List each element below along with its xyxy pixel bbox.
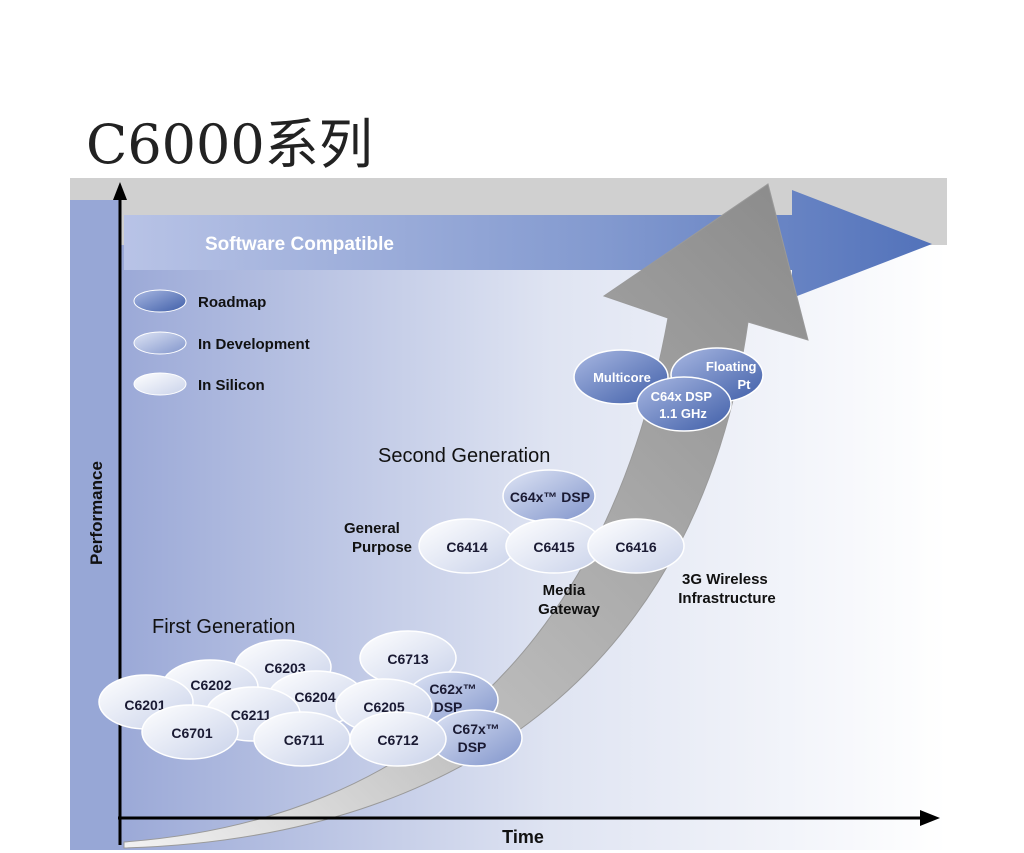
chip-floating-pt-line-2: Pt [738,377,752,392]
chip-c6416-label: C6416 [615,539,656,555]
general-purpose-line-2: Purpose [352,539,412,556]
chip-c64x-dsp-label: C64x™ DSP [510,489,590,505]
chip-c6712-label: C6712 [377,732,418,748]
chip-floating-pt-line-1: Floating [706,359,757,374]
chip-c62x-line-2: DSP [434,699,463,715]
chip-c6203-label: C6203 [264,660,305,676]
chip-c6202-label: C6202 [190,677,231,693]
chip-c64x-dsp-1-1ghz [636,376,732,432]
chip-c6211-label: C6211 [231,707,272,723]
second-gen-chips: C64x™ DSP C6414 C6415 C6416 [418,469,685,574]
legend: Roadmap In Development In Silicon [133,289,310,396]
panel-left-blue [70,200,120,850]
banner-label: Software Compatible [205,234,394,255]
y-axis-arrowhead [113,182,127,200]
wireless-label: 3G Wireless Infrastructure [678,571,776,607]
chip-c6415-label: C6415 [533,539,574,555]
legend-swatch-roadmap [133,289,187,313]
chip-c6414-label: C6414 [446,539,487,555]
legend-label-roadmap: Roadmap [198,294,266,311]
chip-c6416 [587,518,685,574]
chip-c64x-1ghz-line-1: C64x DSP [651,389,713,404]
slide-title: C6000系列 [86,113,373,176]
chip-c6711-label: C6711 [284,732,325,748]
first-generation-label: First Generation [152,616,295,638]
chip-c6205-label: C6205 [363,699,404,715]
wireless-line-2: Infrastructure [678,590,776,607]
second-generation-label: Second Generation [378,445,550,467]
media-gateway-line-2: Gateway [538,601,600,618]
chip-c6712 [349,711,447,767]
legend-label-silicon: In Silicon [198,377,265,394]
x-axis-arrowhead [920,810,940,826]
chip-c67x-line-2: DSP [458,739,487,755]
legend-swatch-development [133,331,187,355]
chip-c6713-label: C6713 [387,651,428,667]
legend-swatch-silicon [133,372,187,396]
general-purpose-line-1: General [344,520,400,537]
future-chips: Floating Pt Multicore C64x DSP 1.1 GHz [573,347,764,432]
x-axis-label: Time [502,827,544,847]
chip-c62x-dsp-label: C62x™ DSP [429,681,480,715]
chip-c6701-label: C6701 [171,725,212,741]
legend-label-development: In Development [198,336,310,353]
chip-c6701 [141,704,239,760]
chip-c6201-label: C6201 [124,697,165,713]
chip-c62x-line-1: C62x™ [429,681,476,697]
y-axis-label: Performance [87,461,106,565]
wireless-line-1: 3G Wireless [682,571,768,588]
chip-c67x-line-1: C67x™ [452,721,499,737]
chip-floating-pt-label: Floating Pt [706,359,760,392]
chip-c64x-dsp-1-1ghz-label: C64x DSP 1.1 GHz [651,389,716,421]
chip-c6204-label: C6204 [294,689,335,705]
media-gateway-label: Media Gateway [538,582,600,618]
chip-c64x-1ghz-line-2: 1.1 GHz [659,406,707,421]
general-purpose-label: General Purpose [344,520,412,556]
first-gen-chips: C6713 C62x™ DSP C6203 C6202 C6201 C6204 … [98,630,523,767]
media-gateway-line-1: Media [543,582,586,599]
chip-multicore-label: Multicore [593,370,651,385]
chip-c67x-dsp-label: C67x™ DSP [452,721,503,755]
